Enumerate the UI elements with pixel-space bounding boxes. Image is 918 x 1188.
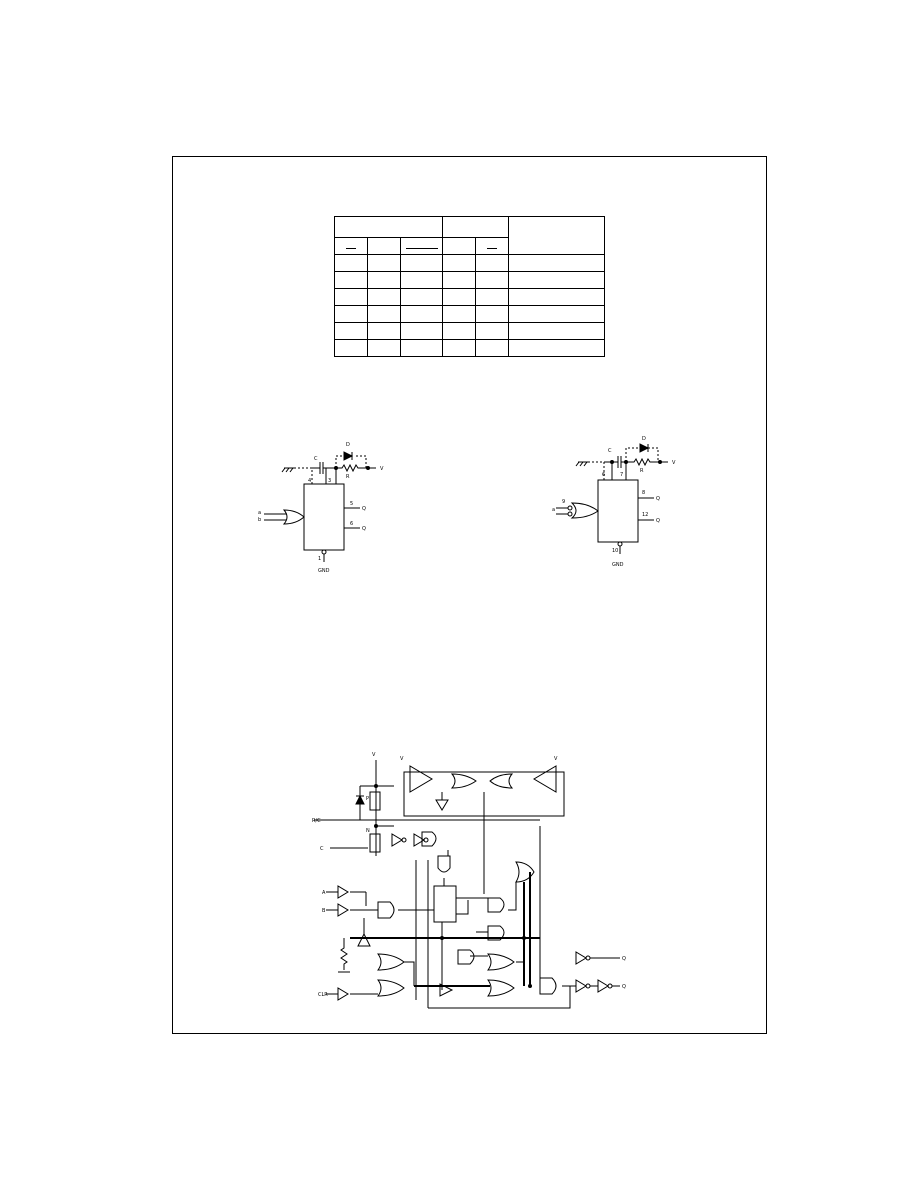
left-ic-body <box>303 483 345 551</box>
left-output-label: Q <box>362 506 366 512</box>
left-diode-label: D <box>346 442 350 448</box>
nor-gate <box>487 953 515 971</box>
output-inverter-qbar <box>597 979 609 993</box>
nor-gate <box>377 953 405 971</box>
output-inverter-q <box>575 951 587 965</box>
table-row <box>334 322 605 340</box>
right-ground-symbol <box>575 461 590 467</box>
inverter <box>357 932 371 947</box>
signal-label-rc: R/C <box>312 818 321 824</box>
p-transistor <box>369 791 381 811</box>
left-diode <box>343 451 354 461</box>
comparator-right <box>533 765 557 793</box>
pullup-resistor <box>340 938 348 970</box>
right-pin-label: 8 <box>642 490 645 496</box>
left-pin-label: 1 <box>318 556 321 562</box>
left-pin-label: 4 <box>308 478 311 484</box>
left-ground-label: GND <box>318 568 330 574</box>
and-gate <box>377 901 395 919</box>
right-input-label: a <box>552 507 555 513</box>
table-row <box>334 254 605 272</box>
table-row <box>334 288 605 306</box>
output-inverter <box>575 979 587 993</box>
left-or-gate <box>282 509 305 525</box>
nand-gate <box>457 949 475 965</box>
right-vcc-label: V <box>672 460 676 466</box>
signal-label-a: A <box>322 890 326 896</box>
left-input-label: a <box>258 510 261 516</box>
signal-label-c: C <box>320 846 324 852</box>
transistor-label: N <box>366 828 370 834</box>
right-circuit <box>556 443 668 554</box>
left-pin-label: 5 <box>350 501 353 507</box>
right-pin-label: 9 <box>562 499 565 505</box>
nand-gate <box>487 925 505 941</box>
clear-buffer <box>337 987 349 1001</box>
logic-block-diagram <box>314 760 620 1009</box>
input-buffer-b <box>337 903 349 917</box>
output-label-qbar: Q <box>622 984 626 990</box>
right-pin-label: 6 <box>602 472 605 478</box>
left-circuit <box>264 451 376 562</box>
nand-gate <box>421 831 437 847</box>
left-circuit-labels: C D R V 4 3 5 6 1 a b Q Q GND <box>258 442 384 574</box>
or-gate <box>489 773 514 789</box>
right-capacitor <box>612 456 626 468</box>
figure-frame <box>172 156 767 1034</box>
n-transistor <box>369 833 381 853</box>
transistor-label: P <box>366 796 369 802</box>
flip-flop-box <box>433 885 457 923</box>
right-resistor <box>626 457 660 467</box>
left-vcc-label: V <box>380 466 384 472</box>
right-circuit-labels: C D R V 6 7 9 8 10 12 a Q Q GND <box>552 436 676 568</box>
left-resistor <box>336 463 368 473</box>
right-diode <box>639 443 650 453</box>
and-gate <box>437 855 451 873</box>
or-gate <box>515 861 535 883</box>
or-gate <box>450 773 477 789</box>
left-output-label: Q <box>362 526 366 532</box>
right-pin-label: 7 <box>620 472 623 478</box>
input-buffer-a <box>337 885 349 899</box>
supply-label: V <box>372 752 376 758</box>
truth-table <box>334 216 605 357</box>
right-ground-label: GND <box>612 562 624 568</box>
left-resistor-label: R <box>346 474 350 480</box>
table-row <box>334 339 605 357</box>
left-capacitor-label: C <box>314 456 318 462</box>
right-pin-label: 12 <box>642 512 648 518</box>
inverter <box>413 833 425 847</box>
block-diagram-labels: V V V R/C C A B CLR Q Q P N <box>312 752 626 998</box>
inverter <box>391 833 403 847</box>
left-pin-label: 6 <box>350 521 353 527</box>
left-ground-symbol <box>281 467 296 473</box>
signal-label-clr: CLR <box>318 992 328 998</box>
output-label-q: Q <box>622 956 626 962</box>
header-group-function <box>508 216 605 255</box>
supply-label: V <box>554 756 558 762</box>
nor-gate <box>377 979 405 997</box>
inverter <box>435 799 449 811</box>
supply-label: V <box>400 756 404 762</box>
right-capacitor-label: C <box>608 448 612 454</box>
right-resistor-label: R <box>640 468 644 474</box>
nand-gate <box>487 897 505 913</box>
and-gate <box>539 977 557 995</box>
comparator-left <box>409 765 433 793</box>
right-pin-label: 10 <box>612 548 618 554</box>
right-output-label: Q <box>656 496 660 502</box>
right-diode-label: D <box>642 436 646 442</box>
nor-gate <box>487 979 515 997</box>
left-input-label: b <box>258 517 261 523</box>
table-row <box>334 305 605 323</box>
table-row <box>334 271 605 289</box>
right-output-label: Q <box>656 518 660 524</box>
left-capacitor <box>312 462 336 474</box>
signal-label-b: B <box>322 908 326 914</box>
right-ic-body <box>597 479 639 543</box>
left-pin-label: 3 <box>328 478 331 484</box>
right-or-gate <box>570 502 599 519</box>
